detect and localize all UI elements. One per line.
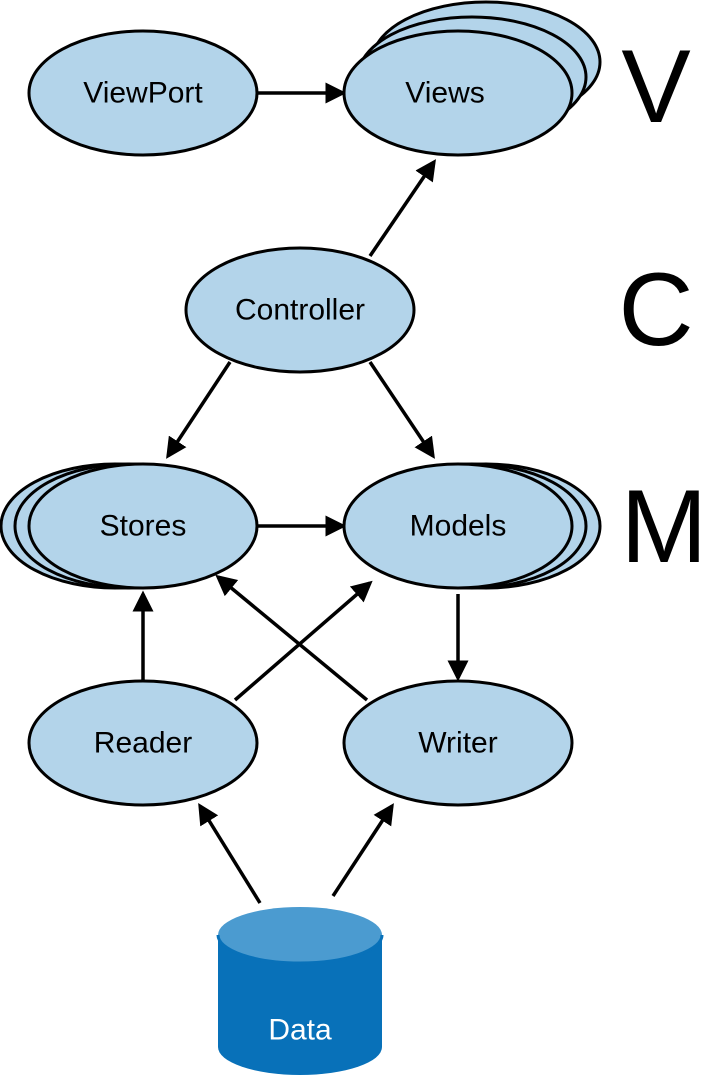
node-writer: Writer bbox=[342, 679, 574, 807]
node-views bbox=[342, 29, 574, 157]
node-models bbox=[342, 462, 574, 590]
edge-data-to-reader bbox=[198, 803, 262, 904]
node-models-label: Models bbox=[410, 510, 507, 543]
node-stores bbox=[27, 462, 259, 590]
node-reader-label: Reader bbox=[94, 727, 192, 760]
database-top-rim bbox=[216, 934, 384, 965]
node-data-label: Data bbox=[268, 1014, 332, 1047]
edge-controller-to-stores bbox=[166, 361, 232, 459]
edge-reader-to-models bbox=[233, 580, 373, 702]
layer-letter-controller: C bbox=[618, 252, 693, 368]
node-stores-label: Stores bbox=[100, 510, 187, 543]
database-top bbox=[218, 907, 382, 963]
layer-letter-model: M bbox=[621, 469, 708, 585]
node-views-stack: Views bbox=[342, 0, 602, 157]
node-writer-label: Writer bbox=[418, 727, 497, 760]
node-models-stack: Models bbox=[342, 462, 602, 590]
edge-writer-to-stores bbox=[215, 574, 369, 702]
node-data-database: Data bbox=[216, 907, 384, 1075]
edge-controller-to-models bbox=[368, 361, 435, 459]
node-viewport: ViewPort bbox=[27, 29, 259, 157]
node-controller-label: Controller bbox=[235, 294, 365, 327]
node-stores-stack: Stores bbox=[0, 462, 259, 590]
edges bbox=[132, 82, 469, 904]
node-reader: Reader bbox=[27, 679, 259, 807]
node-views-label: Views bbox=[405, 77, 484, 110]
edge-controller-to-views bbox=[368, 159, 436, 257]
edge-data-to-writer bbox=[331, 803, 394, 897]
node-controller: Controller bbox=[184, 246, 416, 374]
node-viewport-label: ViewPort bbox=[83, 77, 203, 110]
layer-letter-view: V bbox=[621, 29, 690, 145]
database-body bbox=[218, 935, 382, 1075]
